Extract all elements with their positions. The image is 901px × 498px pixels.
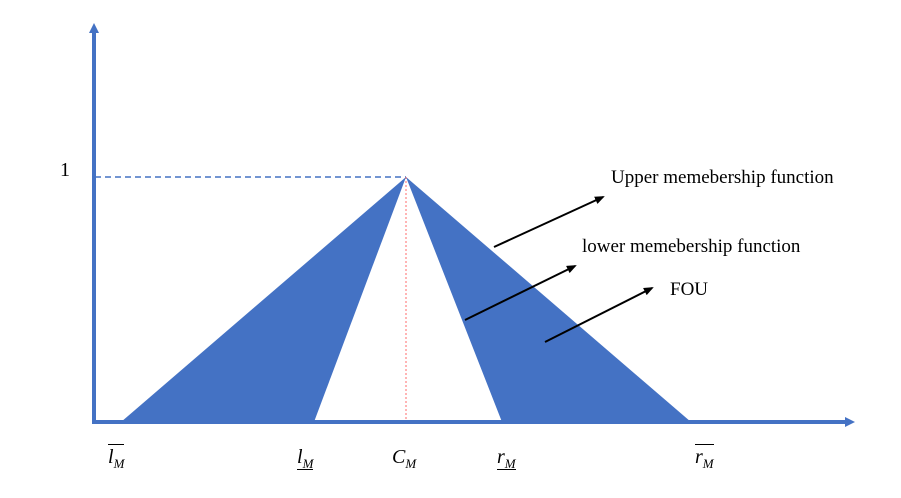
x-tick-l-upper-label: lM (108, 444, 125, 471)
x-tick-r-lower-base: r (497, 446, 505, 468)
x-tick-r-lower-sub: M (504, 456, 516, 471)
x-tick-r-upper-label: rM (695, 444, 714, 471)
lower-mf-label: lower memebership function (582, 236, 801, 257)
x-tick-c-base: C (392, 446, 406, 468)
fou-left-region (121, 177, 406, 422)
x-tick-l-lower-sub: M (302, 456, 314, 471)
lower-mf-arrow (464, 265, 577, 321)
y-tick-one-label: 1 (60, 159, 70, 181)
upper-mf-label: Upper memebership function (611, 167, 834, 188)
fou-label: FOU (670, 279, 709, 300)
fou-right-region (406, 177, 691, 422)
x-tick-c-label: CM (392, 446, 417, 471)
x-tick-r-upper-sub: M (702, 456, 714, 471)
upper-mf-arrow (493, 196, 605, 248)
x-tick-r-lower-label: rM (497, 446, 516, 471)
fou-arrow (544, 287, 654, 343)
x-tick-l-upper-sub: M (113, 456, 125, 471)
x-tick-l-lower-base: l (297, 446, 303, 468)
x-tick-r-upper-base: r (695, 446, 703, 468)
x-tick-c-sub: M (405, 456, 417, 471)
x-tick-l-lower-label: lM (297, 446, 314, 471)
x-tick-l-upper-base: l (108, 446, 114, 468)
